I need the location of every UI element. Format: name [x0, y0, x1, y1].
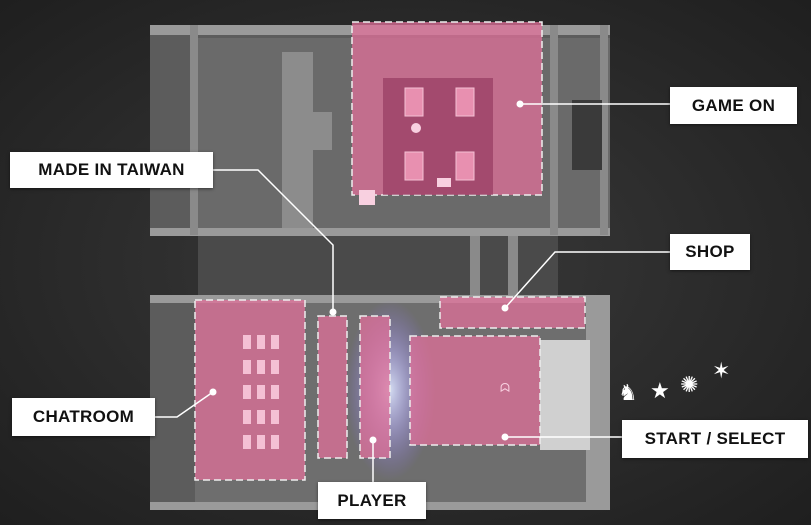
desks: [243, 335, 279, 449]
space-invader-icon: [437, 178, 451, 187]
monster-icon: ♞: [618, 380, 638, 405]
label-chatroom: CHATROOM: [12, 398, 155, 436]
zone-shop[interactable]: [439, 296, 586, 329]
label-shop: SHOP: [670, 234, 750, 270]
leader-dots: [209, 100, 524, 444]
label-game-on: GAME ON: [670, 87, 797, 124]
ramp: [282, 52, 332, 228]
game-characters: ♞ ★ ✺ ✶: [618, 358, 730, 405]
game-area: [383, 78, 493, 195]
bug-icon: ✶: [712, 358, 730, 383]
arcade-machines: [404, 87, 475, 181]
zone-made-in-taiwan[interactable]: [317, 315, 348, 459]
leader-lines: [155, 103, 670, 482]
zone-player[interactable]: [359, 315, 391, 459]
spider-icon: ✺: [680, 372, 698, 397]
label-player: PLAYER: [318, 482, 426, 519]
zone-start-select[interactable]: [409, 335, 541, 446]
chair-icon: [359, 190, 375, 205]
label-made-in-taiwan: MADE IN TAIWAN: [10, 152, 213, 188]
label-start-select: START / SELECT: [622, 420, 808, 458]
ghost-icon: ᗣ: [500, 381, 510, 395]
fighter-icon: [411, 123, 421, 133]
star-icon: ★: [650, 378, 670, 403]
corridor: [198, 236, 558, 296]
